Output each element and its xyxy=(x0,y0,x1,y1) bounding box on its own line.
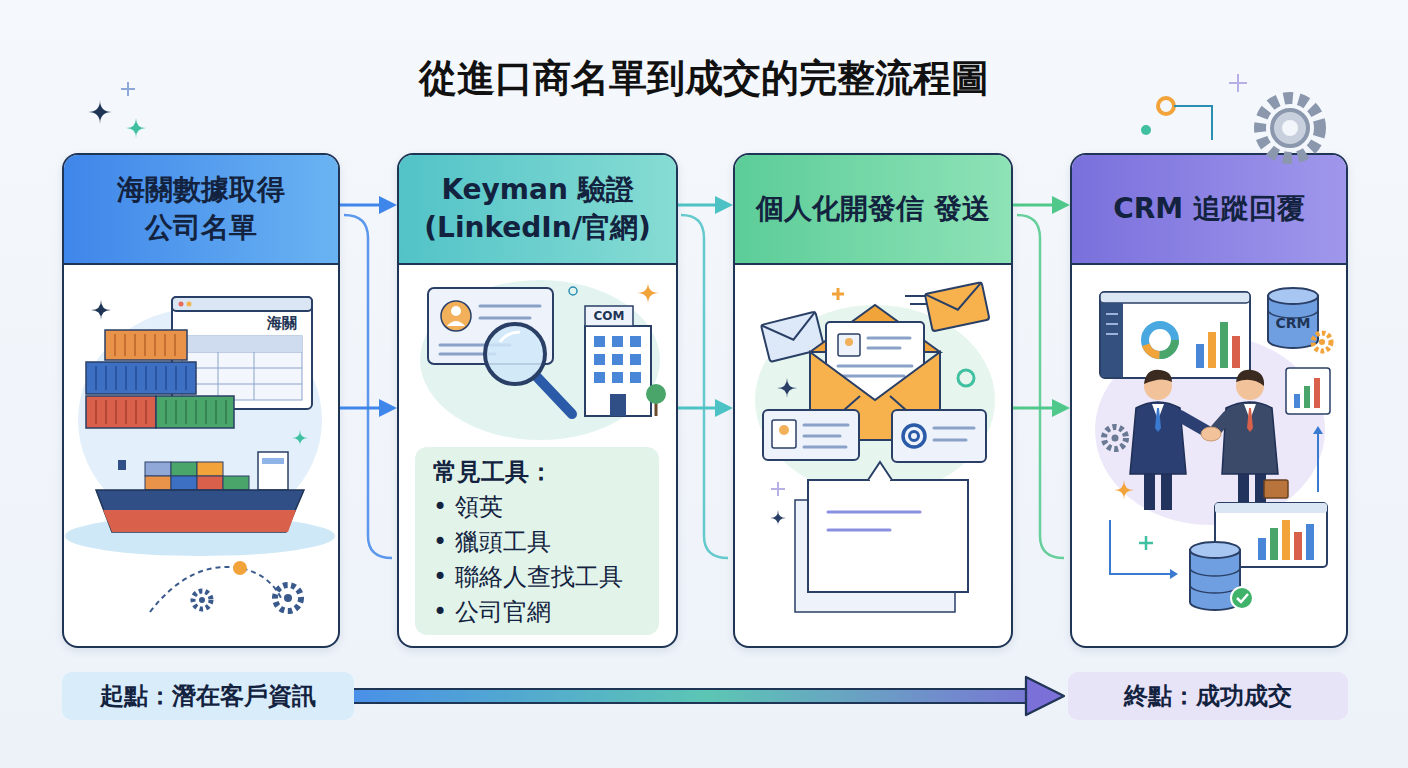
panel-heading: Keyman 驗證 (LinkedIn/官網) xyxy=(399,155,676,265)
list-heading: 常見工具： xyxy=(433,455,641,490)
illustration-label: COM xyxy=(594,309,625,323)
flow-arrow xyxy=(678,204,717,207)
list-item: • 領英 xyxy=(433,490,641,525)
process-panel: 海關數據取得 公司名單 xyxy=(62,153,340,648)
timeline-arrow xyxy=(354,690,1030,702)
pill-label: 終點：成功成交 xyxy=(1124,680,1292,712)
arrow-outline xyxy=(354,688,1030,704)
flow-arrow xyxy=(340,204,381,207)
panel-heading: 海關數據取得 公司名單 xyxy=(64,155,338,265)
flow-arrow xyxy=(1013,204,1054,207)
list-item: • 公司官網 xyxy=(433,595,641,630)
start-pill: 起點：潛在客戶資訊 xyxy=(62,672,354,720)
process-panel: Keyman 驗證 (LinkedIn/官網)常見工具：• 領英• 獵頭工具• … xyxy=(397,153,678,648)
list-item: • 獵頭工具 xyxy=(433,525,641,560)
flow-arrow xyxy=(340,407,381,410)
tool-list-box: 常見工具：• 領英• 獵頭工具• 聯絡人查找工具• 公司官網 xyxy=(415,447,659,635)
panel-heading: CRM 追蹤回覆 xyxy=(1072,155,1346,265)
diagram-title: 從進口商名單到成交的完整流程圖 xyxy=(0,54,1408,102)
flow-arrow xyxy=(678,407,717,410)
pill-label: 起點：潛在客戶資訊 xyxy=(100,680,316,712)
list-item: • 聯絡人查找工具 xyxy=(433,560,641,595)
panel-heading: 個人化開發信 發送 xyxy=(735,155,1011,265)
flow-arrow xyxy=(1013,407,1054,410)
illustration-label: 海關 xyxy=(267,314,297,333)
end-pill: 終點：成功成交 xyxy=(1068,672,1348,720)
illustration-label: CRM xyxy=(1276,315,1311,331)
process-panel: CRM 追蹤回覆 xyxy=(1070,153,1348,648)
process-panel: 個人化開發信 發送 xyxy=(733,153,1013,648)
